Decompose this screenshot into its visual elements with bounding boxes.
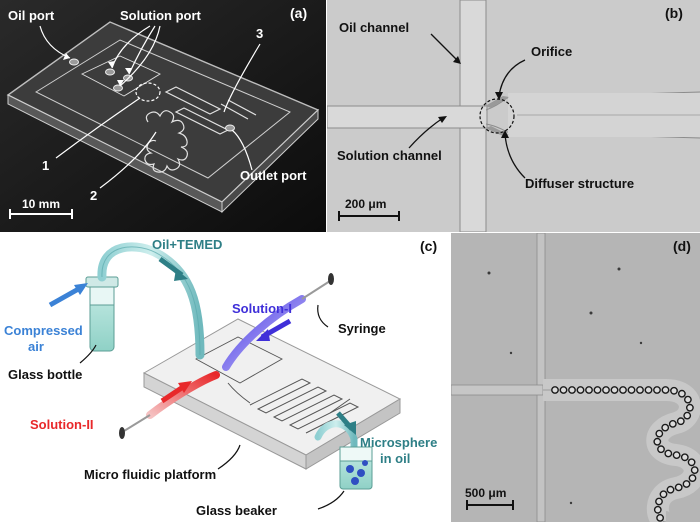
panel-d-droplet-micrograph: (d) 500 μm	[451, 233, 700, 522]
microsphere-droplet	[659, 490, 668, 499]
microsphere-droplet	[636, 386, 644, 394]
platform-serpentine	[249, 378, 360, 434]
oil-channel-label: Oil channel	[339, 20, 409, 35]
microsphere-droplet	[664, 449, 673, 458]
microsphere-droplet	[676, 417, 685, 426]
microsphere-droplet	[688, 474, 697, 483]
microsphere-droplet	[680, 453, 689, 462]
solution-2-label: Solution-II	[30, 417, 94, 432]
panel-b-junction-micrograph: Oil channel Orifice Solution channel Dif…	[327, 0, 700, 232]
solution-port-label: Solution port	[120, 8, 202, 23]
droplet-group	[551, 386, 699, 522]
microsphere-droplet	[610, 386, 619, 394]
solution-channel-label: Solution channel	[337, 148, 442, 163]
microsphere-droplet	[576, 386, 585, 394]
oil-tubing	[97, 242, 205, 360]
microsphere-droplet	[661, 386, 670, 394]
panel-b-tag: (b)	[665, 5, 683, 21]
orifice-label: Orifice	[531, 44, 572, 59]
microsphere-droplet	[619, 386, 627, 394]
glass-bottle-label: Glass bottle	[8, 367, 82, 382]
microsphere-label-line1: Microsphere	[360, 435, 437, 450]
oil-port-label: Oil port	[8, 8, 55, 23]
outlet-port-label: Outlet port	[240, 168, 307, 183]
microsphere-droplet	[627, 386, 636, 394]
outlet-tubing	[314, 420, 358, 461]
panel-c-tag: (c)	[420, 238, 437, 254]
label-number-2: 2	[90, 188, 97, 203]
microsphere-droplet	[559, 386, 568, 394]
scale-bar-a	[9, 209, 73, 219]
syringe-solution-1	[222, 273, 334, 371]
microsphere-droplet	[568, 386, 576, 394]
scale-bar-a-label: 10 mm	[22, 197, 60, 211]
glass-bottle	[85, 276, 119, 352]
junction-highlight-circle	[479, 98, 515, 134]
microsphere-droplet	[670, 386, 678, 395]
microsphere-droplet	[653, 437, 662, 446]
platform-label: Micro fluidic platform	[84, 467, 216, 482]
scale-bar-d-label: 500 μm	[465, 486, 506, 500]
microsphere-label-line2: in oil	[380, 451, 410, 466]
leader-arrowheads	[63, 53, 132, 86]
orifice-highlight-circle	[135, 82, 161, 102]
panel-a-tag: (a)	[290, 5, 307, 21]
micro-channels	[327, 0, 700, 232]
annotation-arrows	[408, 33, 526, 179]
microsphere-droplet	[655, 429, 664, 438]
scale-bar-d	[466, 500, 514, 510]
microsphere-droplet	[661, 423, 670, 432]
label-number-1: 1	[42, 158, 49, 173]
compressed-air-label-line1: Compressed	[4, 323, 83, 338]
panel-d-tag: (d)	[673, 238, 691, 254]
panel-a-device-photo: Oil port Solution port 3 1 2 Outlet port…	[0, 0, 326, 232]
microsphere-droplet	[602, 386, 610, 394]
debris-specks	[487, 267, 643, 505]
glass-beaker	[339, 446, 373, 490]
flow-arrows	[48, 256, 356, 435]
microsphere-droplet	[687, 458, 696, 467]
microsphere-droplet	[656, 513, 665, 522]
microsphere-droplet	[644, 386, 653, 394]
glass-beaker-label: Glass beaker	[196, 503, 277, 518]
oil-temed-label: Oil+TEMED	[152, 237, 222, 252]
microsphere-droplet	[551, 386, 559, 394]
microsphere-droplet	[674, 483, 683, 492]
microsphere-droplet	[653, 386, 661, 394]
microsphere-droplet	[593, 386, 602, 394]
microsphere-droplet	[655, 497, 663, 506]
microsphere-droplet	[683, 395, 692, 404]
syringe-label: Syringe	[338, 321, 386, 336]
panel-c-system-schematic: Oil+TEMED Solution-I Syringe Compressed …	[0, 233, 450, 522]
diffuser-structure-label: Diffuser structure	[525, 176, 634, 191]
leader-lines	[39, 25, 261, 189]
scale-bar-b-label: 200 μm	[345, 197, 386, 211]
microsphere-droplet	[672, 451, 681, 460]
compressed-air-label-line2: air	[28, 339, 44, 354]
syringe-solution-2	[119, 371, 220, 439]
microsphere-droplet	[666, 485, 675, 494]
solution-1-label: Solution-I	[232, 301, 292, 316]
microsphere-droplet	[677, 389, 686, 398]
leader-lines-c	[79, 304, 345, 510]
microsphere-droplet	[653, 505, 662, 514]
microsphere-droplet	[685, 403, 694, 412]
microsphere-droplet	[585, 386, 593, 394]
microsphere-droplet	[690, 466, 699, 475]
annotation-arrowheads	[438, 56, 509, 138]
scale-bar-b	[338, 211, 400, 221]
label-number-3: 3	[256, 26, 263, 41]
microsphere-droplet	[682, 480, 691, 488]
microsphere-droplet	[668, 419, 677, 428]
microsphere-droplet	[657, 445, 665, 454]
microsphere-droplet	[683, 411, 692, 420]
